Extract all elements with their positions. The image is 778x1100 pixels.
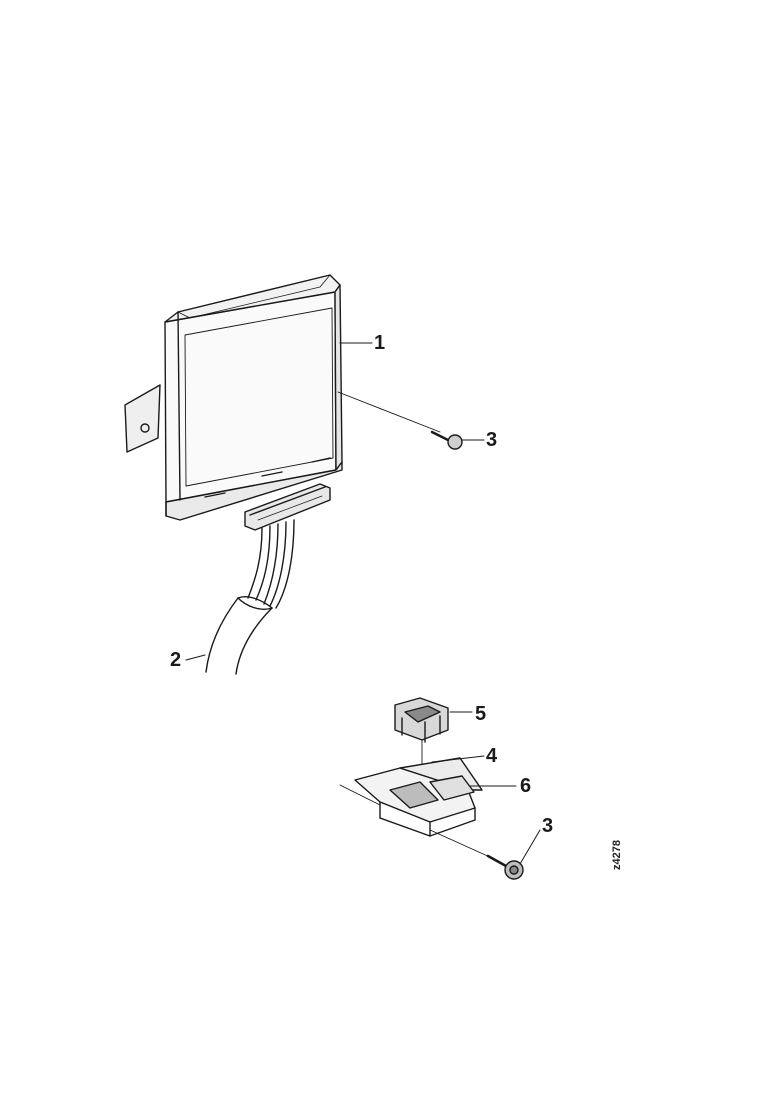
callout-3-lower: 3 — [542, 815, 554, 837]
callout-6: 6 — [520, 775, 532, 797]
control-unit — [124, 274, 343, 531]
callout-4: 4 — [486, 745, 498, 767]
callout-2: 2 — [170, 649, 182, 671]
callout-1: 1 — [374, 332, 386, 354]
screw-upper — [337, 391, 463, 450]
figure-reference: z4278 — [611, 840, 623, 870]
screw-lower — [429, 829, 524, 880]
wiring-harness — [205, 519, 295, 675]
bracket-assembly — [339, 757, 483, 837]
switch — [394, 697, 449, 766]
callout-5: 5 — [475, 703, 487, 725]
callout-3-upper: 3 — [486, 429, 498, 451]
leader-lines — [185, 342, 541, 865]
